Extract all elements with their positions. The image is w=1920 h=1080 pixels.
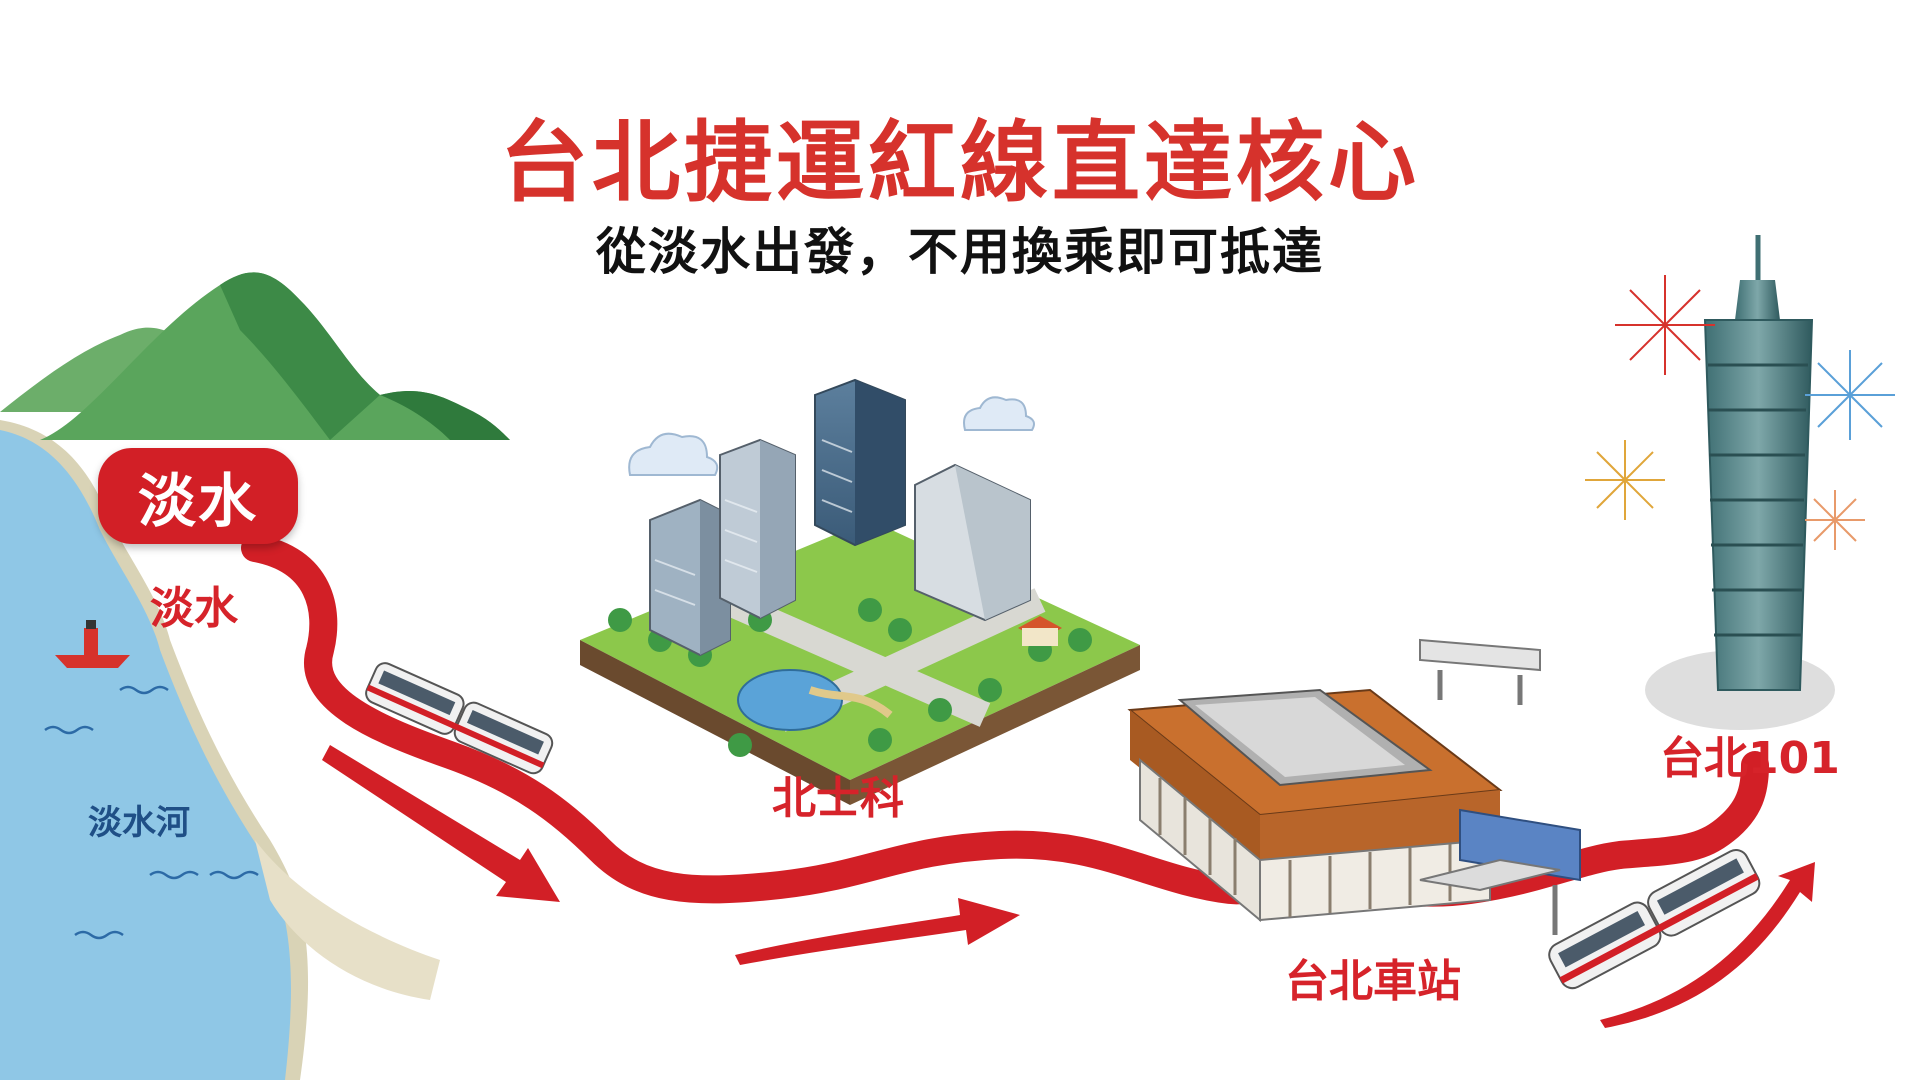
direction-arrow-3 [1600,862,1815,1028]
station-label-taipei-main: 台北車站 [1285,956,1461,1007]
station-label-beitou-science-park: 北士科 [772,773,904,824]
taipei-main-station [1127,638,1581,935]
station-label-tamsui: 淡水 [150,583,238,634]
lighthouse-icon [55,620,130,668]
tamsui-start-badge: 淡水 [98,448,298,544]
office-buildings [649,378,1031,657]
cloud-icon [628,396,1035,476]
water-waves [44,685,259,940]
coastline [0,420,440,1080]
taipei-101-tower [1645,235,1835,730]
train-2 [1548,849,1761,990]
river-label: 淡水河 [88,803,190,843]
red-line-route [241,534,1769,907]
page-title: 台北捷運紅線直達核心 [499,110,1420,214]
fireworks [1585,275,1895,550]
train-1 [365,662,554,775]
mountains [0,272,510,440]
page-subtitle: 從淡水出發，不用換乘即可抵達 [596,222,1324,281]
direction-arrow-1 [322,745,560,902]
station-label-taipei-101: 台北101 [1660,733,1840,784]
direction-arrow-2 [735,898,1020,965]
